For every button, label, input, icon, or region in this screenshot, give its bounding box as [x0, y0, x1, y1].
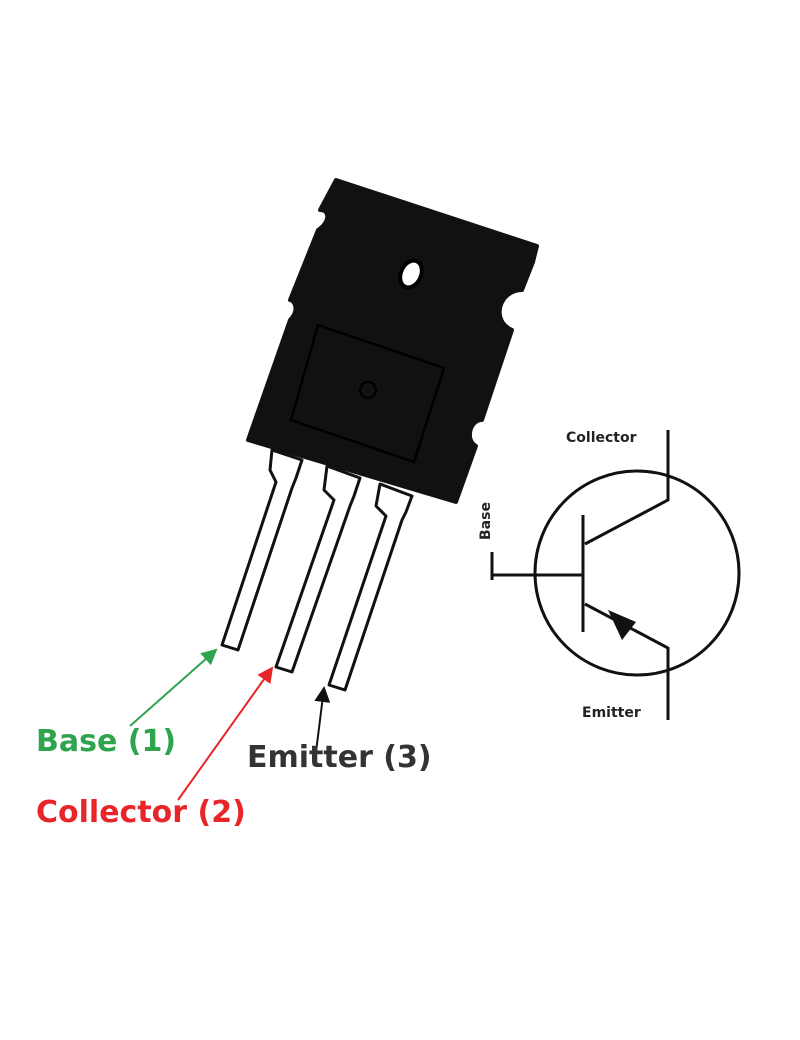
lead-emitter [327, 482, 414, 692]
symbol-collector-line [584, 430, 670, 546]
symbol-collector-label: Collector [566, 430, 637, 446]
collector-arrow [177, 666, 274, 801]
lead-collector [274, 464, 362, 674]
emitter-pin-label: Emitter (3) [247, 740, 432, 775]
lead-base [220, 448, 304, 652]
transistor-leads [220, 448, 414, 692]
body-marker-dot [358, 380, 378, 400]
base-arrow [129, 648, 218, 727]
base-pin-label: Base (1) [36, 724, 177, 759]
collector-pin-label: Collector (2) [36, 795, 246, 830]
body-inner-panel [289, 323, 446, 464]
mounting-hole [398, 258, 424, 290]
symbol-base-label: Base [478, 502, 494, 540]
emitter-arrow [314, 686, 331, 753]
symbol-emitter-arrow-icon [608, 610, 636, 640]
npn-symbol [490, 430, 741, 720]
symbol-emitter-label: Emitter [582, 705, 641, 721]
transistor-body [246, 178, 539, 504]
symbol-circle [533, 469, 741, 677]
